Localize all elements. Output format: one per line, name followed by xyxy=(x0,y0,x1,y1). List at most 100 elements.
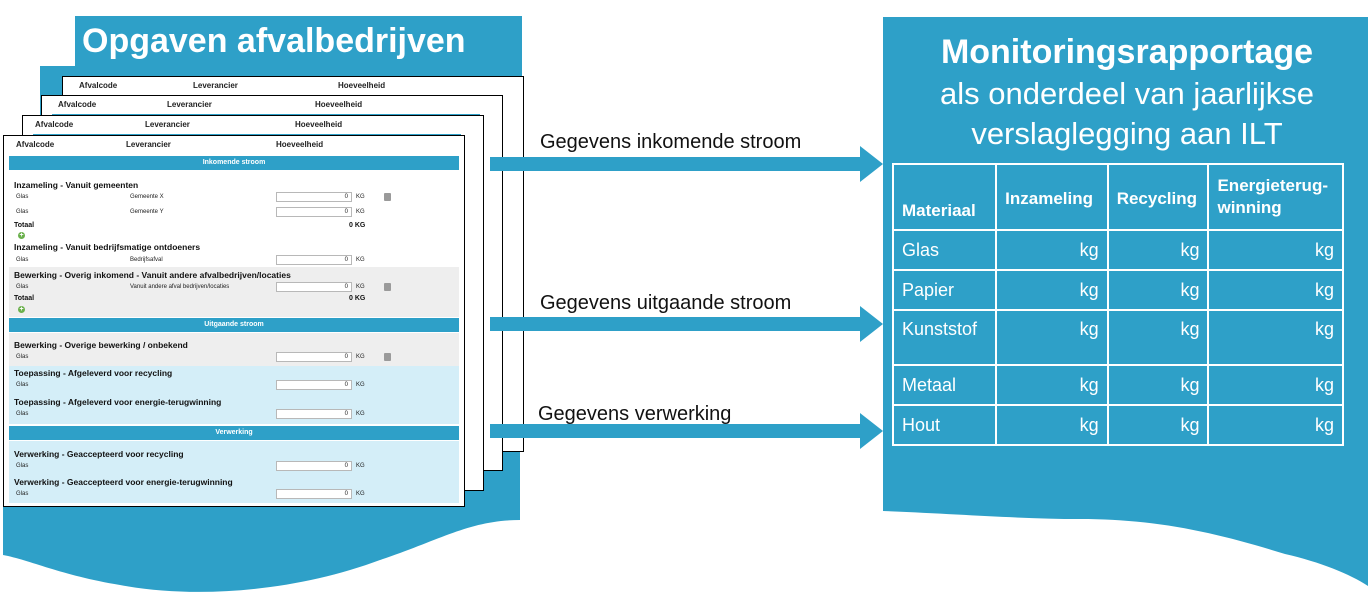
amount-input[interactable]: 0 xyxy=(276,207,352,217)
trash-icon[interactable] xyxy=(384,353,391,361)
unit-cell: kg xyxy=(1207,269,1344,311)
unit-kg: KG xyxy=(356,491,365,497)
sec-verwerking-recycling: Verwerking - Geaccepteerd voor recycling xyxy=(14,449,184,459)
amount-input[interactable]: 0 xyxy=(276,409,352,419)
unit-cell: kg xyxy=(1106,404,1210,446)
row-bedrijfsafval: Bedrijfsafval xyxy=(130,257,163,263)
material-cell: Metaal xyxy=(891,364,998,406)
sec-toepassing-energie: Toepassing - Afgeleverd voor energie-ter… xyxy=(14,397,222,407)
arrow-outgoing xyxy=(490,306,883,342)
sec-bewerking-overig: Bewerking - Overig inkomend - Vanuit and… xyxy=(14,270,291,280)
header-recycling: Recycling xyxy=(1106,163,1210,231)
row-glas: Glas xyxy=(16,491,29,497)
col-hoeveelheid: Hoeveelheid xyxy=(315,100,363,109)
col-hoeveelheid: Hoeveelheid xyxy=(295,120,343,129)
light-section xyxy=(9,366,459,424)
arrows xyxy=(490,146,883,449)
unit-kg: KG xyxy=(356,382,365,388)
title-line-3: verslaglegging aan ILT xyxy=(971,116,1283,151)
unit-kg: KG xyxy=(356,194,365,200)
row-glas: Glas xyxy=(16,194,29,200)
unit-cell: kg xyxy=(1207,309,1344,366)
trash-icon[interactable] xyxy=(384,193,391,201)
row-vanuit-andere: Vanuit andere afval bedrijven/locaties xyxy=(130,284,230,290)
grey-section xyxy=(9,267,459,317)
unit-cell: kg xyxy=(995,309,1109,366)
amount-input[interactable]: 0 xyxy=(276,192,352,202)
add-icon[interactable]: + xyxy=(18,306,25,313)
unit-cell: kg xyxy=(995,269,1109,311)
row-gemeente-y: Gemeente Y xyxy=(130,209,164,215)
unit-kg: KG xyxy=(356,411,365,417)
material-cell: Glas xyxy=(891,229,998,271)
header-energieterugwinning: Energieterug-winning xyxy=(1207,163,1344,231)
total-value: 0 KG xyxy=(349,295,366,302)
unit-cell: kg xyxy=(1106,269,1210,311)
band-uitgaande-stroom: Uitgaande stroom xyxy=(9,318,459,332)
col-afvalcode: Afvalcode xyxy=(16,140,55,149)
amount-input[interactable]: 0 xyxy=(276,255,352,265)
col-leverancier: Leverancier xyxy=(145,120,190,129)
sec-inzameling-gemeenten: Inzameling - Vanuit gemeenten xyxy=(14,180,139,190)
unit-cell: kg xyxy=(995,404,1109,446)
unit-cell: kg xyxy=(1106,309,1210,366)
row-glas: Glas xyxy=(16,382,29,388)
col-afvalcode: Afvalcode xyxy=(58,100,97,109)
title-line-2: als onderdeel van jaarlijkse xyxy=(940,76,1314,111)
table-row: Hout kg kg kg xyxy=(891,404,1344,446)
table-row: Papier kg kg kg xyxy=(891,269,1344,311)
arrow-label-processing: Gegevens verwerking xyxy=(538,403,732,425)
trash-icon[interactable] xyxy=(384,283,391,291)
arrow-incoming xyxy=(490,146,883,182)
total-label: Totaal xyxy=(14,295,35,302)
row-glas: Glas xyxy=(16,463,29,469)
arrow-label-incoming: Gegevens inkomende stroom xyxy=(540,131,802,153)
table-row: Metaal kg kg kg xyxy=(891,364,1344,406)
amount-input[interactable]: 0 xyxy=(276,489,352,499)
unit-cell: kg xyxy=(1106,229,1210,271)
light-section xyxy=(9,441,459,503)
row-glas: Glas xyxy=(16,284,29,290)
arrow-processing xyxy=(490,413,883,449)
amount-input[interactable]: 0 xyxy=(276,352,352,362)
amount-input[interactable]: 0 xyxy=(276,282,352,292)
amount-input[interactable]: 0 xyxy=(276,380,352,390)
row-glas: Glas xyxy=(16,354,29,360)
unit-cell: kg xyxy=(1207,229,1344,271)
row-glas: Glas xyxy=(16,257,29,263)
col-hoeveelheid: Hoeveelheid xyxy=(338,81,386,90)
row-glas: Glas xyxy=(16,411,29,417)
material-cell: Kunststof xyxy=(891,309,998,366)
unit-kg: KG xyxy=(356,463,365,469)
table-row: Glas kg kg kg xyxy=(891,229,1344,271)
monitoring-table: Materiaal Inzameling Recycling Energiete… xyxy=(891,163,1344,446)
left-title: Opgaven afvalbedrijven xyxy=(82,22,466,60)
table-header-row: Materiaal Inzameling Recycling Energiete… xyxy=(891,163,1344,231)
unit-cell: kg xyxy=(1207,404,1344,446)
unit-kg: KG xyxy=(356,257,365,263)
row-glas: Glas xyxy=(16,209,29,215)
unit-cell: kg xyxy=(1106,364,1210,406)
sec-toepassing-recycling: Toepassing - Afgeleverd voor recycling xyxy=(14,368,173,378)
title-line-1: Monitoringsrapportage xyxy=(940,33,1314,71)
col-hoeveelheid: Hoeveelheid xyxy=(276,140,324,149)
amount-input[interactable]: 0 xyxy=(276,461,352,471)
total-label: Totaal xyxy=(14,222,35,229)
material-cell: Hout xyxy=(891,404,998,446)
header-materiaal: Materiaal xyxy=(891,163,998,231)
col-leverancier: Leverancier xyxy=(193,81,238,90)
unit-kg: KG xyxy=(356,284,365,290)
sec-verwerking-energie: Verwerking - Geaccepteerd voor energie-t… xyxy=(14,477,233,487)
unit-kg: KG xyxy=(356,354,365,360)
unit-cell: kg xyxy=(995,229,1109,271)
add-icon[interactable]: + xyxy=(18,232,25,239)
col-afvalcode: Afvalcode xyxy=(79,81,118,90)
total-value: 0 KG xyxy=(349,222,366,229)
col-leverancier: Leverancier xyxy=(167,100,212,109)
band-verwerking: Verwerking xyxy=(9,426,459,440)
header-inzameling: Inzameling xyxy=(995,163,1109,231)
monitoring-title: Monitoringsrapportage als onderdeel van … xyxy=(884,30,1370,154)
band-inkomende-stroom: Inkomende stroom xyxy=(9,156,459,170)
col-afvalcode: Afvalcode xyxy=(35,120,74,129)
